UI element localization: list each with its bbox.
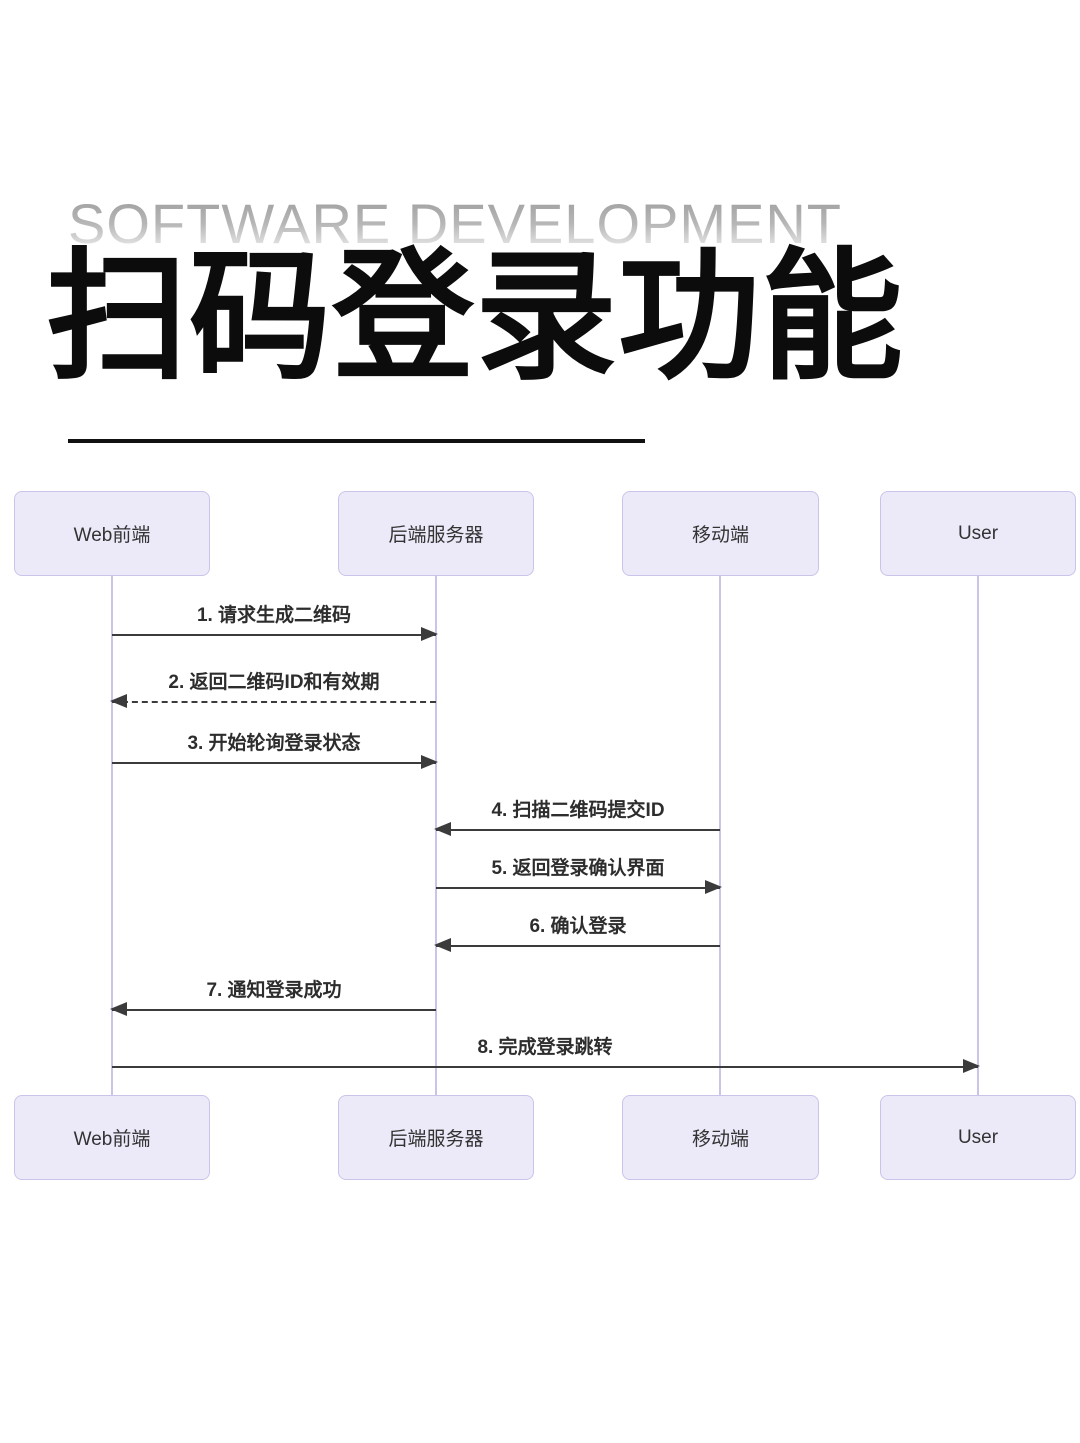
page-title: 扫码登录功能 [46, 238, 904, 397]
arrow-left-solid [110, 1002, 436, 1016]
title-underline [68, 439, 645, 443]
actor-top-web-frontend: Web前端 [14, 491, 210, 576]
message-label: 8. 完成登录跳转 [477, 1037, 613, 1058]
message-label: 1. 请求生成二维码 [196, 605, 352, 626]
ghost-subtitle: SOFTWARE DEVELOPMENT [68, 192, 843, 255]
message-4: 4. 扫描二维码提交ID [434, 800, 720, 836]
actor-label: 移动端 [691, 525, 749, 546]
lifeline-mobile [719, 576, 721, 1095]
actor-label: Web前端 [73, 1129, 151, 1150]
actor-bottom-backend-server: 后端服务器 [338, 1095, 534, 1180]
arrow-left-solid [434, 822, 720, 836]
arrow-right-solid [436, 880, 722, 894]
arrow-left-dashed [110, 694, 436, 708]
message-8: 8. 完成登录跳转 [112, 1037, 980, 1073]
actor-label: User [957, 1126, 999, 1148]
message-7: 7. 通知登录成功 [110, 980, 436, 1016]
actor-label: 后端服务器 [388, 1129, 484, 1150]
actor-bottom-user: User [880, 1095, 1076, 1180]
message-label: 2. 返回二维码ID和有效期 [168, 672, 380, 693]
message-5: 5. 返回登录确认界面 [436, 858, 722, 894]
actor-top-user: User [880, 491, 1076, 576]
arrow-right-solid [112, 755, 438, 769]
message-label: 7. 通知登录成功 [206, 980, 342, 1001]
arrow-right-solid [112, 627, 438, 641]
message-2: 2. 返回二维码ID和有效期 [110, 672, 436, 708]
message-6: 6. 确认登录 [434, 916, 720, 952]
actor-top-mobile: 移动端 [622, 491, 819, 576]
lifeline-web-frontend [111, 576, 113, 1095]
actor-label: 移动端 [691, 1129, 749, 1150]
actor-top-backend-server: 后端服务器 [338, 491, 534, 576]
message-label: 6. 确认登录 [529, 916, 627, 937]
actor-label: User [957, 522, 999, 544]
message-label: 4. 扫描二维码提交ID [491, 800, 665, 821]
actor-label: 后端服务器 [388, 525, 484, 546]
message-label: 5. 返回登录确认界面 [491, 858, 665, 879]
message-1: 1. 请求生成二维码 [112, 605, 438, 641]
arrow-right-solid [112, 1059, 980, 1073]
actor-label: Web前端 [73, 525, 151, 546]
actor-bottom-mobile: 移动端 [622, 1095, 819, 1180]
lifeline-user [977, 576, 979, 1095]
message-label: 3. 开始轮询登录状态 [187, 733, 361, 754]
arrow-left-solid [434, 938, 720, 952]
actor-bottom-web-frontend: Web前端 [14, 1095, 210, 1180]
message-3: 3. 开始轮询登录状态 [112, 733, 438, 769]
